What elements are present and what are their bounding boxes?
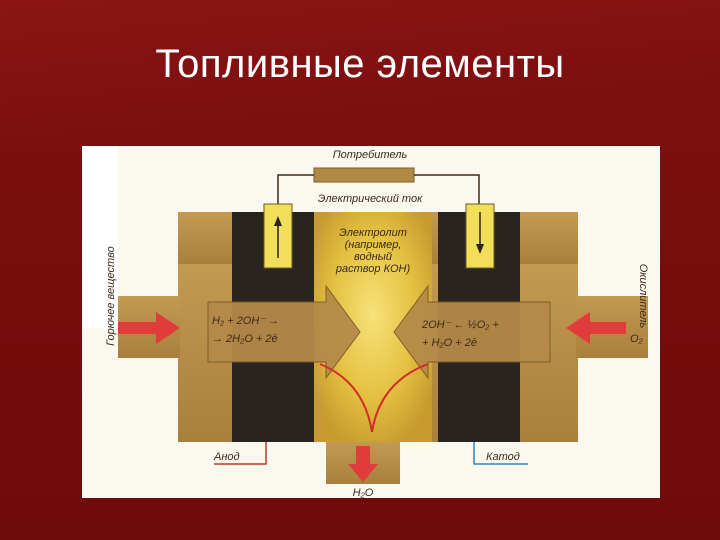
anode-wire bbox=[214, 442, 267, 465]
right-consumer-wire bbox=[414, 174, 480, 204]
water-label: H₂O bbox=[353, 487, 374, 498]
consumer-resistor bbox=[313, 167, 415, 183]
reaction-zone-curve bbox=[319, 363, 429, 433]
up-arrow-icon bbox=[274, 216, 282, 226]
cathode-reaction-arrow bbox=[393, 284, 551, 380]
slide-title: Топливные элементы bbox=[155, 42, 565, 86]
fuel-label: Горючее вещество bbox=[105, 246, 117, 346]
cathode-wire bbox=[473, 442, 528, 465]
consumer-label: Потребитель bbox=[333, 149, 408, 161]
cathode-reaction-line-1: 2OH⁻ ← ½O₂ + bbox=[421, 319, 500, 331]
current-label: Электрический ток bbox=[318, 193, 423, 205]
oxidizer-input-arrow bbox=[566, 312, 626, 344]
paper-cut bbox=[82, 146, 118, 328]
down-arrow-icon bbox=[476, 244, 484, 254]
fuel-cell-figure: Потребитель Электрический ток Электролит… bbox=[82, 146, 660, 498]
electrolyte-line-2: (например, bbox=[345, 239, 402, 251]
water-output-arrow bbox=[348, 446, 378, 482]
cathode-reaction-line-2: + H₂O + 2ē bbox=[422, 337, 477, 349]
oxidizer-label: Окислитель bbox=[637, 264, 649, 329]
anode-reaction-arrow bbox=[207, 284, 361, 380]
electrolyte-line-1: Электролит bbox=[339, 227, 407, 239]
fuel-input-arrow bbox=[118, 312, 180, 344]
electrolyte-line-3: водный bbox=[354, 251, 392, 263]
electrolyte-line-4: раствор КОН) bbox=[335, 263, 411, 275]
fuel-cell-diagram: Потребитель Электрический ток Электролит… bbox=[82, 146, 660, 498]
anode-reaction-line-2: → 2H₂O + 2ē bbox=[212, 333, 278, 345]
title-band bbox=[0, 0, 720, 150]
anode-label: Анод bbox=[213, 451, 240, 463]
o2-label: O₂ bbox=[630, 333, 644, 345]
left-consumer-wire bbox=[277, 174, 314, 204]
cathode-label: Катод bbox=[486, 451, 520, 463]
anode-reaction-line-1: H₂ + 2OH⁻ → bbox=[212, 315, 279, 327]
